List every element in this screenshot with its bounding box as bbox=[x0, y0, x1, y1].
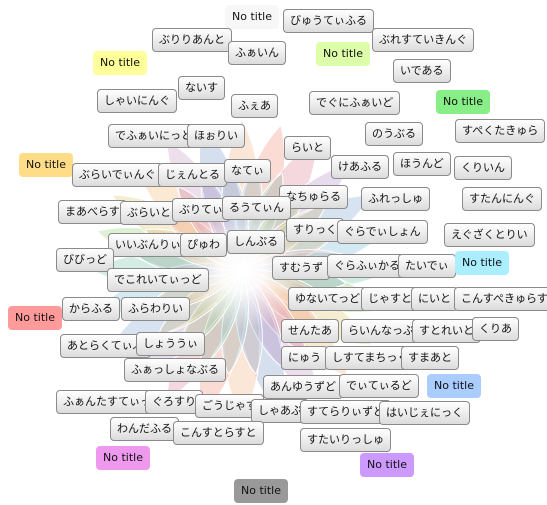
no-title-tag[interactable]: No title bbox=[96, 446, 150, 470]
tag-button[interactable]: ぶらいでぃんぐ bbox=[72, 163, 163, 187]
tag-button[interactable]: でふぁいにっと bbox=[108, 124, 199, 148]
tag-button[interactable]: びびっど bbox=[56, 248, 114, 272]
tag-button[interactable]: でぃてぃるど bbox=[339, 374, 419, 398]
tag-button[interactable]: じゃすと bbox=[361, 287, 419, 311]
tag-button[interactable]: すてらりぃずど bbox=[300, 400, 392, 424]
no-title-tag[interactable]: No title bbox=[225, 5, 279, 29]
tag-button[interactable]: なちゅらる bbox=[279, 185, 348, 209]
tag-button[interactable]: ぐろすり bbox=[145, 390, 203, 414]
no-title-tag[interactable]: No title bbox=[234, 479, 288, 503]
tag-button[interactable]: らいと bbox=[284, 136, 331, 160]
no-title-tag[interactable]: No title bbox=[427, 374, 481, 398]
tag-button[interactable]: ぐらふぃかる bbox=[327, 254, 407, 278]
no-title-tag[interactable]: No title bbox=[455, 251, 509, 275]
tag-button[interactable]: しゃいにんぐ bbox=[97, 89, 177, 113]
tag-button[interactable]: すたんにんぐ bbox=[462, 187, 542, 211]
tag-button[interactable]: ふらわりい bbox=[121, 297, 190, 321]
tag-button[interactable]: いいぶんりぃ bbox=[108, 233, 188, 257]
tag-button[interactable]: るうてぃん bbox=[222, 196, 291, 220]
tag-button[interactable]: ぐらでぃしょん bbox=[337, 220, 428, 244]
tag-button[interactable]: ぶりてぃ bbox=[172, 198, 230, 222]
tag-button[interactable]: ないす bbox=[178, 76, 225, 100]
no-title-tag[interactable]: No title bbox=[360, 453, 414, 477]
tag-button[interactable]: まあべらす bbox=[58, 200, 127, 224]
tag-button[interactable]: しすてまちっく bbox=[325, 346, 416, 370]
tag-button[interactable]: あとらくてぃぶ bbox=[60, 334, 151, 358]
tag-button[interactable]: わんだふる bbox=[110, 417, 179, 441]
no-title-tag[interactable]: No title bbox=[19, 153, 73, 177]
tag-button[interactable]: ぶりりあんと bbox=[152, 28, 232, 52]
tag-button[interactable]: ぴゅわ bbox=[180, 233, 227, 257]
tag-button[interactable]: すぺくたきゅら bbox=[455, 119, 546, 143]
tag-button[interactable]: くりあ bbox=[472, 317, 519, 341]
tag-button[interactable]: からふる bbox=[62, 297, 120, 321]
tag-button[interactable]: あんゆうずど bbox=[263, 375, 343, 399]
tag-button[interactable]: らいんなっぷ bbox=[341, 319, 421, 343]
no-title-tag[interactable]: No title bbox=[8, 306, 62, 330]
tag-button[interactable]: しんぷる bbox=[227, 230, 285, 254]
tag-button[interactable]: すりっく bbox=[286, 218, 344, 242]
tag-button[interactable]: ぶらいと bbox=[120, 201, 178, 225]
tag-button[interactable]: すむうず bbox=[272, 256, 330, 280]
tag-button[interactable]: ふぁんたすてぃっく bbox=[56, 390, 170, 414]
tag-button[interactable]: こんすとらすと bbox=[173, 421, 264, 445]
tag-button[interactable]: こんすぺきゅらす bbox=[454, 287, 547, 311]
tag-button[interactable]: けあふる bbox=[331, 155, 389, 179]
tag-button[interactable]: せんたあ bbox=[281, 319, 339, 343]
tag-button[interactable]: ふれっしゅ bbox=[361, 187, 430, 211]
tag-button[interactable]: ほうんど bbox=[393, 152, 451, 176]
tag-button[interactable]: ふぇあ bbox=[231, 94, 278, 118]
tag-button[interactable]: はいじぇにっく bbox=[379, 401, 470, 425]
tag-button[interactable]: ぶれすていきんぐ bbox=[372, 28, 475, 52]
tag-button[interactable]: すとれいと bbox=[412, 319, 481, 343]
tag-button[interactable]: くりいん bbox=[454, 156, 512, 180]
no-title-tag[interactable]: No title bbox=[436, 90, 490, 114]
tag-button[interactable]: にいと bbox=[411, 287, 458, 311]
tag-button[interactable]: たいでぃ bbox=[398, 254, 456, 278]
tag-button[interactable]: にゅう bbox=[281, 346, 328, 370]
tag-button[interactable]: えぐざくとりい bbox=[444, 223, 535, 247]
tag-button[interactable]: しょううぃ bbox=[136, 332, 205, 356]
tag-button[interactable]: すまあと bbox=[401, 346, 459, 370]
no-title-tag[interactable]: No title bbox=[316, 42, 370, 66]
tag-button[interactable]: いである bbox=[393, 59, 451, 83]
tag-button[interactable]: ふぁっしょなぶる bbox=[124, 358, 226, 382]
tag-button[interactable]: すたいりっしゅ bbox=[300, 428, 391, 452]
no-title-tag[interactable]: No title bbox=[93, 51, 147, 75]
tag-button[interactable]: ふぁいん bbox=[228, 41, 286, 65]
tag-button[interactable]: ゆないてっど bbox=[288, 287, 368, 311]
tag-button[interactable]: ほぉりい bbox=[187, 124, 245, 148]
tag-button[interactable]: びゅうてぃふる bbox=[283, 9, 374, 33]
tag-button[interactable]: でこれいてぃっど bbox=[107, 268, 209, 292]
tag-button[interactable]: じぇんとる bbox=[158, 163, 227, 187]
tag-button[interactable]: でぐにふぁいど bbox=[309, 91, 401, 115]
tag-button[interactable]: のうぶる bbox=[365, 122, 423, 146]
tag-button[interactable]: なてぃ bbox=[224, 159, 271, 183]
